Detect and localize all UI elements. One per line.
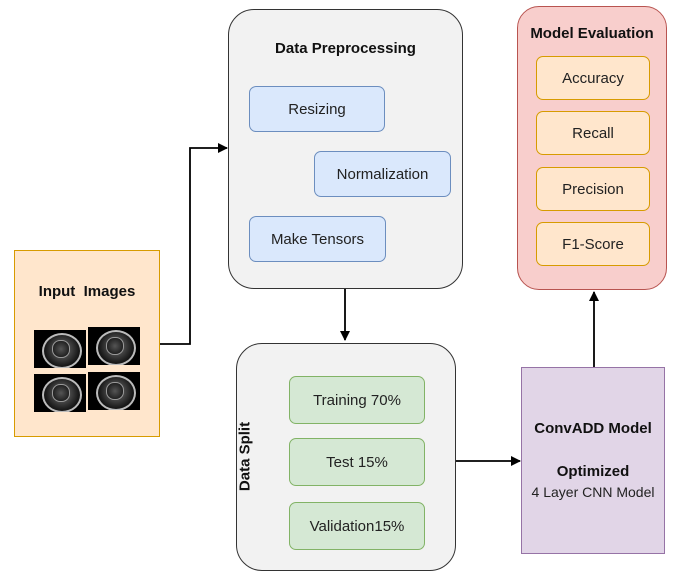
arrow-input-to-preprocessing [160,143,228,345]
model-box: ConvADD Model Optimized 4 Layer CNN Mode… [521,367,665,554]
step-make-tensors: Make Tensors [249,216,386,262]
metric-accuracy: Accuracy [536,56,650,100]
split-training: Training 70% [289,376,425,424]
model-subtitle: Optimized [556,463,630,480]
mri-image [34,374,86,412]
step-resizing: Resizing [249,86,385,132]
model-description: 4 Layer CNN Model [531,484,655,500]
split-test: Test 15% [289,438,425,486]
mri-image [88,372,140,410]
metric-f1-score: F1-Score [536,222,650,266]
data-split-title: Data Split [236,421,254,492]
mri-image [88,327,140,365]
preprocessing-panel: Data Preprocessing Resizing Normalizatio… [228,9,463,289]
evaluation-panel: Model Evaluation Accuracy Recall Precisi… [517,6,667,290]
mri-image [34,330,86,368]
split-validation: Validation15% [289,502,425,550]
model-title: ConvADD Model [534,420,652,437]
step-normalization: Normalization [314,151,451,197]
data-split-panel: Data Split Training 70% Test 15% Validat… [236,343,456,571]
input-images-box: Input Images [14,250,160,437]
metric-precision: Precision [536,167,650,211]
preprocessing-title: Data Preprocessing [275,40,416,57]
metric-recall: Recall [536,111,650,155]
evaluation-title: Model Evaluation [530,25,654,42]
input-images-title: Input Images [38,283,136,300]
